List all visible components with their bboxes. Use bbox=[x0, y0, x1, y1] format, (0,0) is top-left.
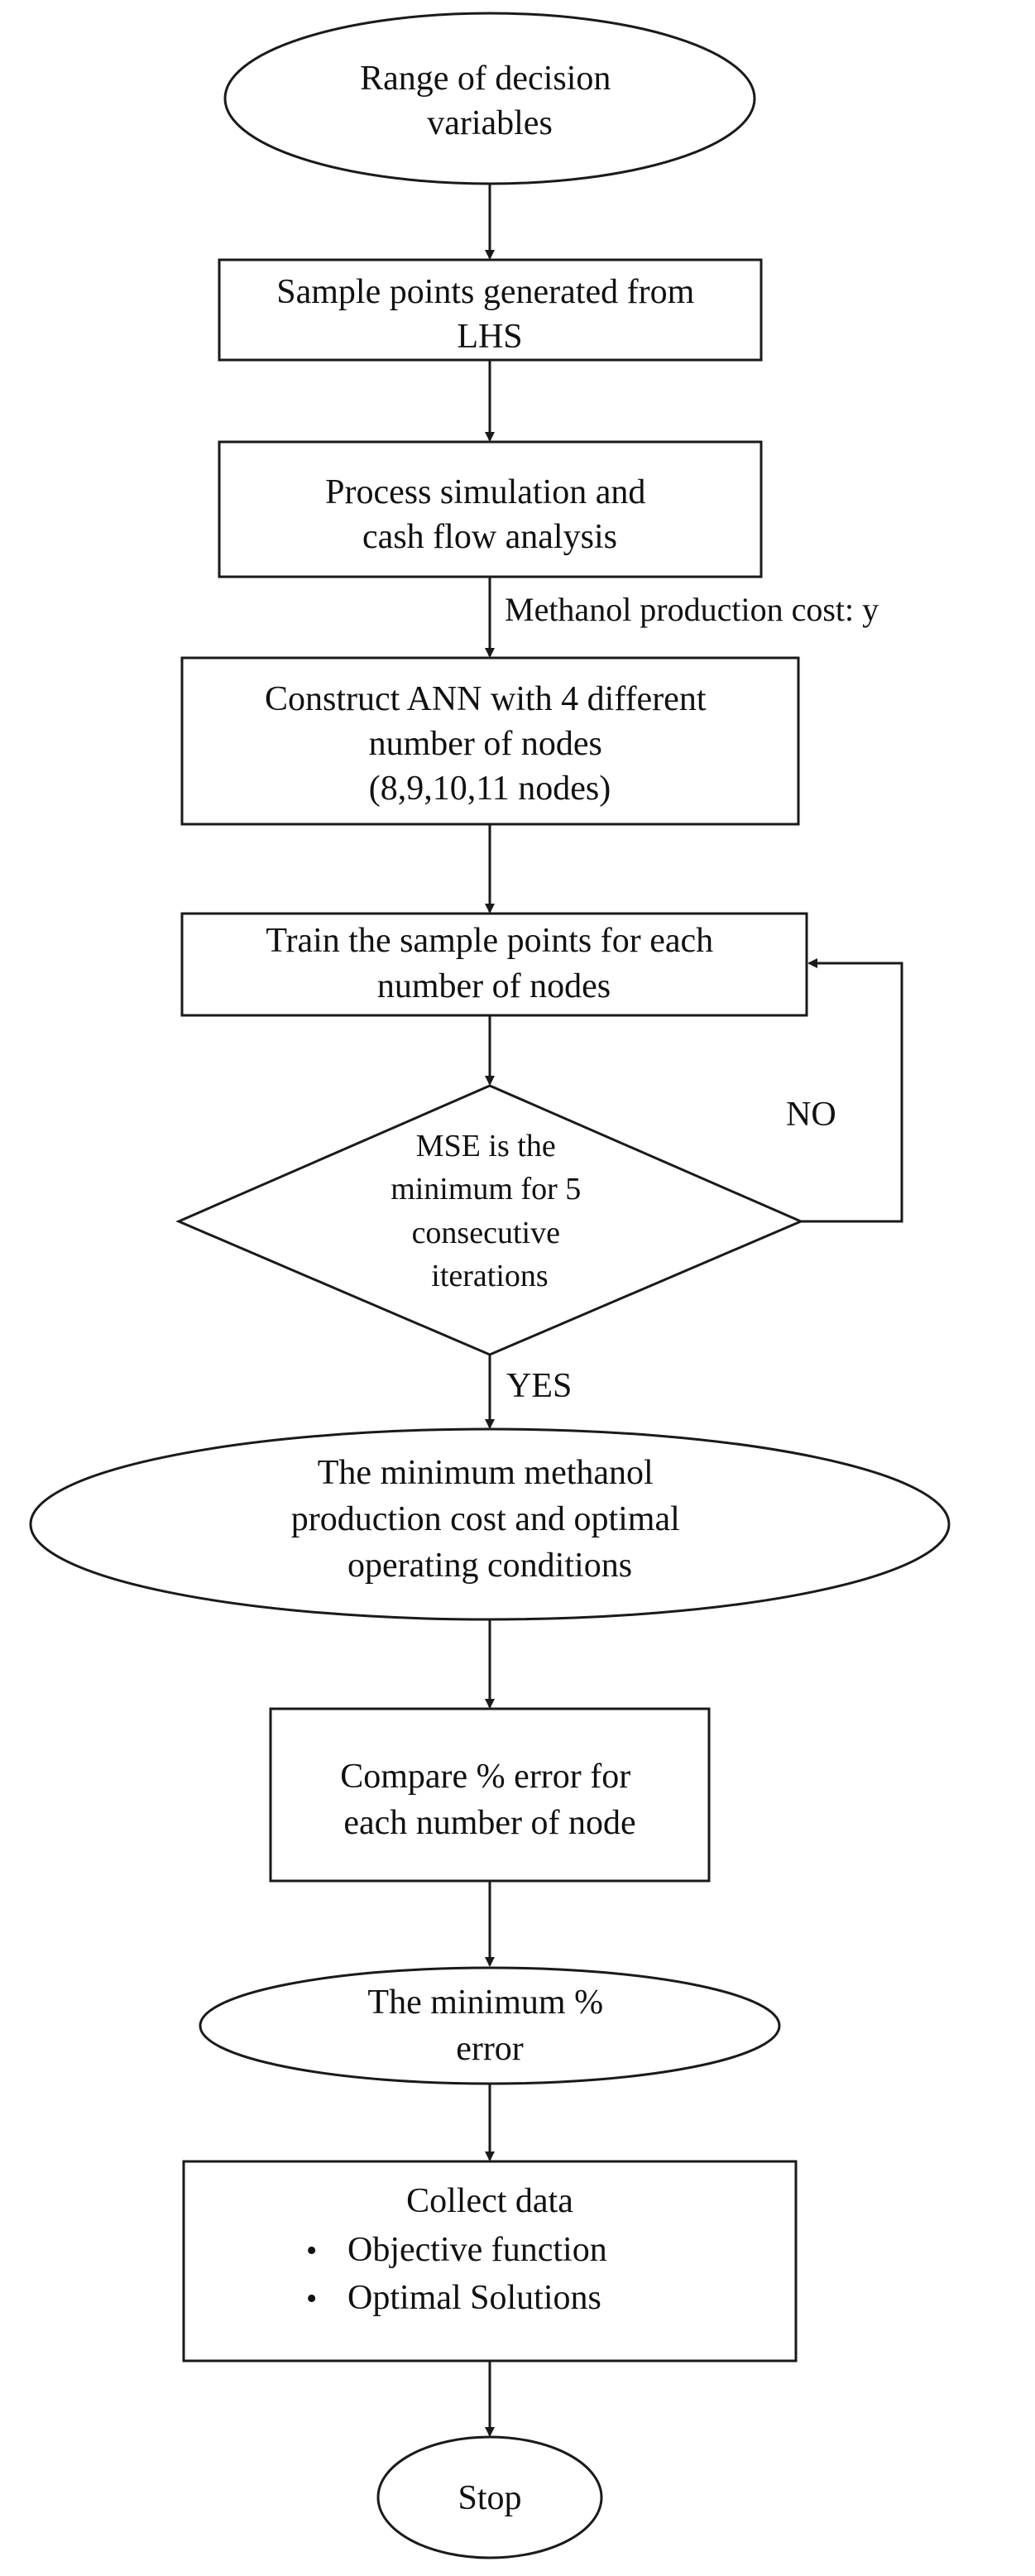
minerror-label: The minimum % error bbox=[367, 1984, 611, 2068]
process-label: Process simulation and cash flow analysi… bbox=[325, 473, 654, 556]
edge-labels: Methanol production cost: y NO YES bbox=[505, 591, 879, 1405]
start-ellipse bbox=[223, 12, 756, 185]
shapes bbox=[29, 12, 951, 2559]
yes-label: YES bbox=[506, 1367, 572, 1405]
collect-title: Collect data bbox=[406, 2182, 573, 2220]
no-label: NO bbox=[786, 1096, 836, 1134]
lhs-label: Sample points generated from LHS bbox=[276, 273, 703, 356]
arrow-no-loop bbox=[801, 958, 903, 1223]
collect-bullet-optimal: Optimal Solutions bbox=[347, 2279, 601, 2317]
stop-label: Stop bbox=[458, 2479, 521, 2517]
collect-box bbox=[182, 2160, 798, 2363]
process-box bbox=[218, 440, 763, 578]
minerror-ellipse bbox=[199, 1966, 781, 2085]
compare-label: Compare % error for each number of node bbox=[340, 1758, 640, 1842]
bullet-dot: • bbox=[306, 2233, 317, 2268]
node-texts: Range of decision variables Sample point… bbox=[265, 60, 721, 2517]
mse-decision bbox=[175, 1084, 804, 1356]
connectors bbox=[485, 184, 903, 2437]
bullet-dot: • bbox=[306, 2281, 317, 2316]
collect-bullet-objective: Objective function bbox=[347, 2231, 607, 2269]
train-label: Train the sample points for each number … bbox=[266, 922, 721, 1005]
ann-label: Construct ANN with 4 different number of… bbox=[265, 680, 715, 808]
mincost-ellipse bbox=[29, 1427, 951, 1621]
range-label: Range of decision variables bbox=[360, 60, 620, 142]
mincost-label: The minimum methanol production cost and… bbox=[291, 1454, 689, 1585]
ann-box bbox=[180, 656, 800, 826]
stop-ellipse bbox=[376, 2435, 603, 2559]
train-box bbox=[180, 912, 808, 1017]
output-label: Methanol production cost: y bbox=[505, 591, 879, 628]
lhs-box bbox=[218, 258, 763, 362]
mse-label: MSE is the minimum for 5 consecutive ite… bbox=[391, 1129, 589, 1293]
compare-box bbox=[269, 1707, 711, 1883]
